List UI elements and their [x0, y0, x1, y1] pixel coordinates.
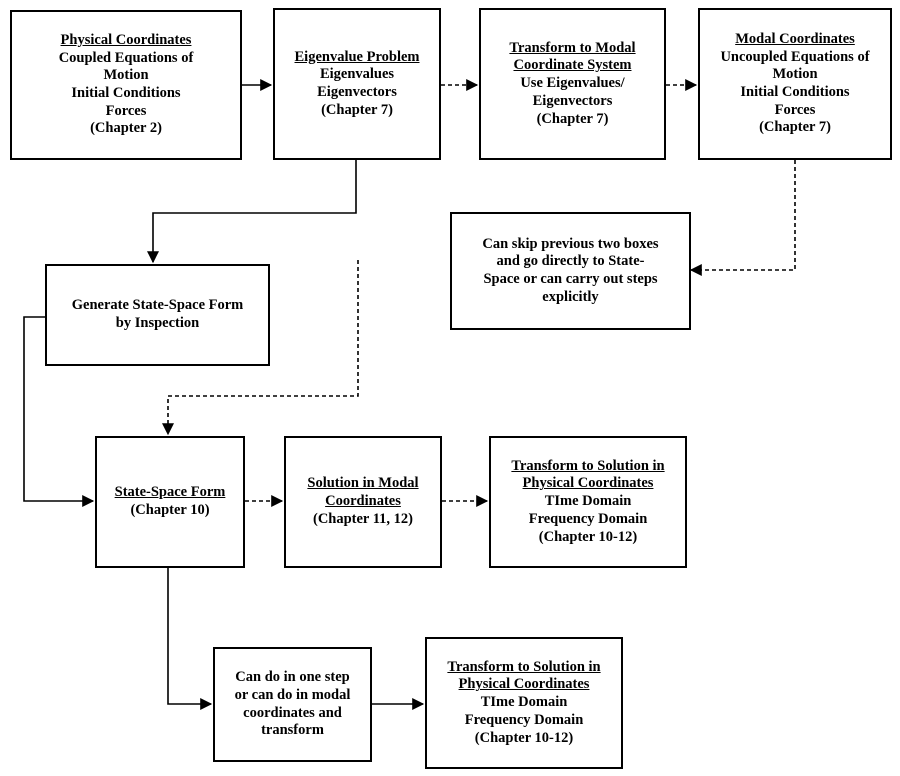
transform-solution-2-title-1: Transform to Solution in: [447, 658, 601, 675]
modal-line-5: (Chapter 7): [759, 119, 831, 136]
transform-solution-box-1: Transform to Solution in Physical Coordi…: [489, 436, 687, 568]
arrow-statespace-to-onestep: [167, 568, 213, 710]
transform-solution-2-line-1: TIme Domain: [480, 694, 568, 711]
modal-line-3: Initial Conditions: [740, 84, 850, 100]
transform-solution-1-title-2: Physical Coordinates: [522, 475, 654, 492]
physical-line-4: Forces: [105, 102, 147, 119]
physical-line-2: Motion: [103, 67, 149, 84]
skip-line-2: and go directly to State-: [496, 253, 645, 270]
solution-modal-title-2: Coordinates: [325, 493, 401, 510]
eigen-title: Eigenvalue Problem: [294, 48, 420, 65]
physical-line-5: (Chapter 2): [90, 120, 162, 137]
arrow-eigen-to-generate: [147, 160, 357, 264]
solution-modal-title-1: Solution in Modal: [307, 475, 419, 492]
eigenvalue-problem-box: Eigenvalue Problem Eigenvalues Eigenvect…: [273, 8, 441, 160]
modal-line-2: Motion: [772, 66, 818, 83]
transform-modal-line-2: Eigenvectors: [532, 92, 613, 109]
eigen-line-3: (Chapter 7): [321, 101, 393, 118]
transform-solution-1-title-1: Transform to Solution in: [511, 457, 665, 474]
eigen-line-2: Eigenvectors: [317, 84, 397, 100]
generate-line-1: Generate State-Space Form: [71, 297, 244, 314]
skip-line-4: explicitly: [542, 288, 599, 305]
transform-modal-box: Transform to Modal Coordinate System Use…: [479, 8, 666, 160]
skip-line-1: Can skip previous two boxes: [482, 235, 659, 252]
state-space-form-box: State-Space Form (Chapter 10): [95, 436, 245, 568]
transform-solution-1-line-3: (Chapter 10-12): [538, 528, 638, 545]
transform-modal-title-2: Coordinate System: [513, 57, 632, 74]
one-step-line-3: coordinates and: [243, 704, 342, 721]
physical-title: Physical Coordinates: [60, 31, 192, 48]
physical-coordinates-box: Physical Coordinates Coupled Equations o…: [10, 10, 242, 160]
solution-modal-box: Solution in Modal Coordinates (Chapter 1…: [284, 436, 442, 568]
skip-note-box: Can skip previous two boxes and go direc…: [450, 212, 691, 330]
solution-modal-line-1: (Chapter 11, 12): [312, 510, 414, 527]
skip-line-3: Space or can carry out steps: [483, 271, 658, 287]
arrow-skip-to-statespace: [162, 260, 359, 436]
transform-solution-2-line-2: Frequency Domain: [464, 711, 584, 728]
modal-title: Modal Coordinates: [735, 30, 855, 47]
transform-modal-title-1: Transform to Modal: [509, 39, 636, 56]
transform-modal-line-3: (Chapter 7): [536, 110, 609, 127]
arrow-modal-to-skip: [689, 160, 796, 276]
physical-line-1: Coupled Equations of: [58, 49, 194, 66]
modal-coordinates-box: Modal Coordinates Uncoupled Equations of…: [698, 8, 892, 160]
transform-solution-1-line-1: TIme Domain: [544, 493, 632, 510]
one-step-line-2: or can do in modal: [234, 686, 351, 703]
state-space-line-1: (Chapter 10): [130, 502, 210, 518]
transform-solution-2-title-2: Physical Coordinates: [458, 676, 590, 693]
generate-state-space-box: Generate State-Space Form by Inspection: [45, 264, 270, 366]
modal-line-1: Uncoupled Equations of: [720, 48, 870, 65]
transform-solution-box-2: Transform to Solution in Physical Coordi…: [425, 637, 623, 769]
eigen-line-1: Eigenvalues: [319, 66, 395, 83]
transform-solution-1-line-2: Frequency Domain: [528, 510, 648, 527]
generate-line-2: by Inspection: [115, 315, 200, 331]
state-space-title: State-Space Form: [114, 484, 226, 501]
arrow-generate-to-statespace: [23, 316, 95, 507]
one-step-line-4: transform: [261, 722, 324, 739]
transform-solution-2-line-3: (Chapter 10-12): [474, 729, 574, 746]
modal-line-4: Forces: [774, 101, 816, 118]
transform-modal-line-1: Use Eigenvalues/: [520, 75, 625, 92]
physical-line-3: Initial Conditions: [71, 85, 181, 101]
one-step-line-1: Can do in one step: [235, 669, 350, 686]
one-step-note-box: Can do in one step or can do in modal co…: [213, 647, 372, 762]
